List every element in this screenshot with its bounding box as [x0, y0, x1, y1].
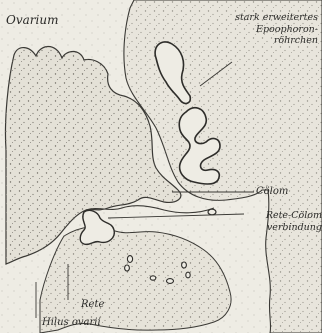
rete-canal — [208, 209, 216, 215]
label-epoophoron-line3: röhrchen — [228, 35, 318, 47]
label-rete-colom-line1: Rete-Cölom — [244, 210, 322, 222]
label-rete-colom-line2: verbindung — [244, 222, 322, 234]
label-hilus: Hilus ovarii — [42, 318, 101, 328]
label-epoophoron: stark erweitertes Epoophoron- röhrchen — [228, 12, 318, 47]
rete-canal — [150, 276, 156, 280]
label-colom: Cölom — [256, 187, 288, 197]
label-epoophoron-line2: Epoophoron- — [228, 24, 318, 36]
label-ovarium: Ovarium — [6, 14, 58, 26]
label-rete-colom: Rete-Cölom verbindung — [244, 210, 322, 234]
rete-canal — [127, 256, 132, 263]
rete-canal — [186, 272, 190, 278]
rete-canal — [182, 262, 187, 268]
label-epoophoron-line1: stark erweitertes — [228, 12, 318, 24]
rete-canal — [125, 265, 130, 271]
label-rete: Rete — [81, 300, 104, 310]
rete-canal — [167, 279, 174, 284]
